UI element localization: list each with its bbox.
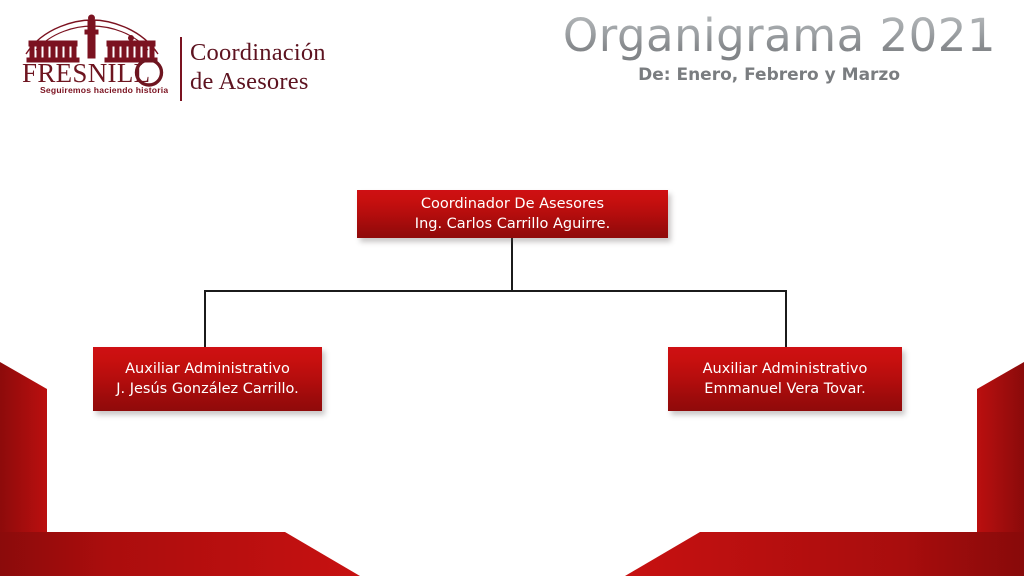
page-title: Organigrama 2021	[476, 10, 996, 62]
connector-right-vertical	[785, 290, 787, 348]
org-node-child-1[interactable]: Auxiliar Administrativo J. Jesús Gonzále…	[93, 347, 322, 411]
department-name: Coordinación de Asesores	[190, 38, 360, 96]
connector-root-vertical	[511, 238, 513, 292]
org-node-child-1-role: Auxiliar Administrativo	[125, 361, 290, 377]
page-subtitle: De: Enero, Febrero y Marzo	[638, 65, 900, 85]
logo-wordmark-text: FRESNILL	[22, 58, 150, 88]
org-node-root[interactable]: Coordinador De Asesores Ing. Carlos Carr…	[357, 190, 668, 238]
fresnillo-logo-icon: FRESNILL Seguiremos haciendo historia	[22, 14, 168, 95]
org-node-child-2-role: Auxiliar Administrativo	[702, 361, 868, 377]
connector-left-vertical	[204, 290, 206, 348]
org-node-root-role: Coordinador De Asesores	[420, 196, 605, 212]
header-logo-block: FRESNILL Seguiremos haciendo historia Co…	[18, 14, 338, 101]
department-line-1: Coordinación	[190, 39, 326, 66]
org-node-child-2[interactable]: Auxiliar Administrativo Emmanuel Vera To…	[668, 347, 902, 411]
org-node-child-2-name: Emmanuel Vera Tovar.	[704, 381, 866, 397]
org-node-child-1-name: J. Jesús González Carrillo.	[116, 381, 299, 397]
connector-horizontal-bar	[204, 290, 787, 292]
title-block: Organigrama 2021 De: Enero, Febrero y Ma…	[476, 10, 996, 86]
department-line-2: de Asesores	[190, 68, 309, 95]
org-node-root-name: Ing. Carlos Carrillo Aguirre.	[414, 216, 611, 232]
logo-tagline-text: Seguiremos haciendo historia	[40, 85, 168, 95]
logo-divider	[180, 37, 182, 101]
